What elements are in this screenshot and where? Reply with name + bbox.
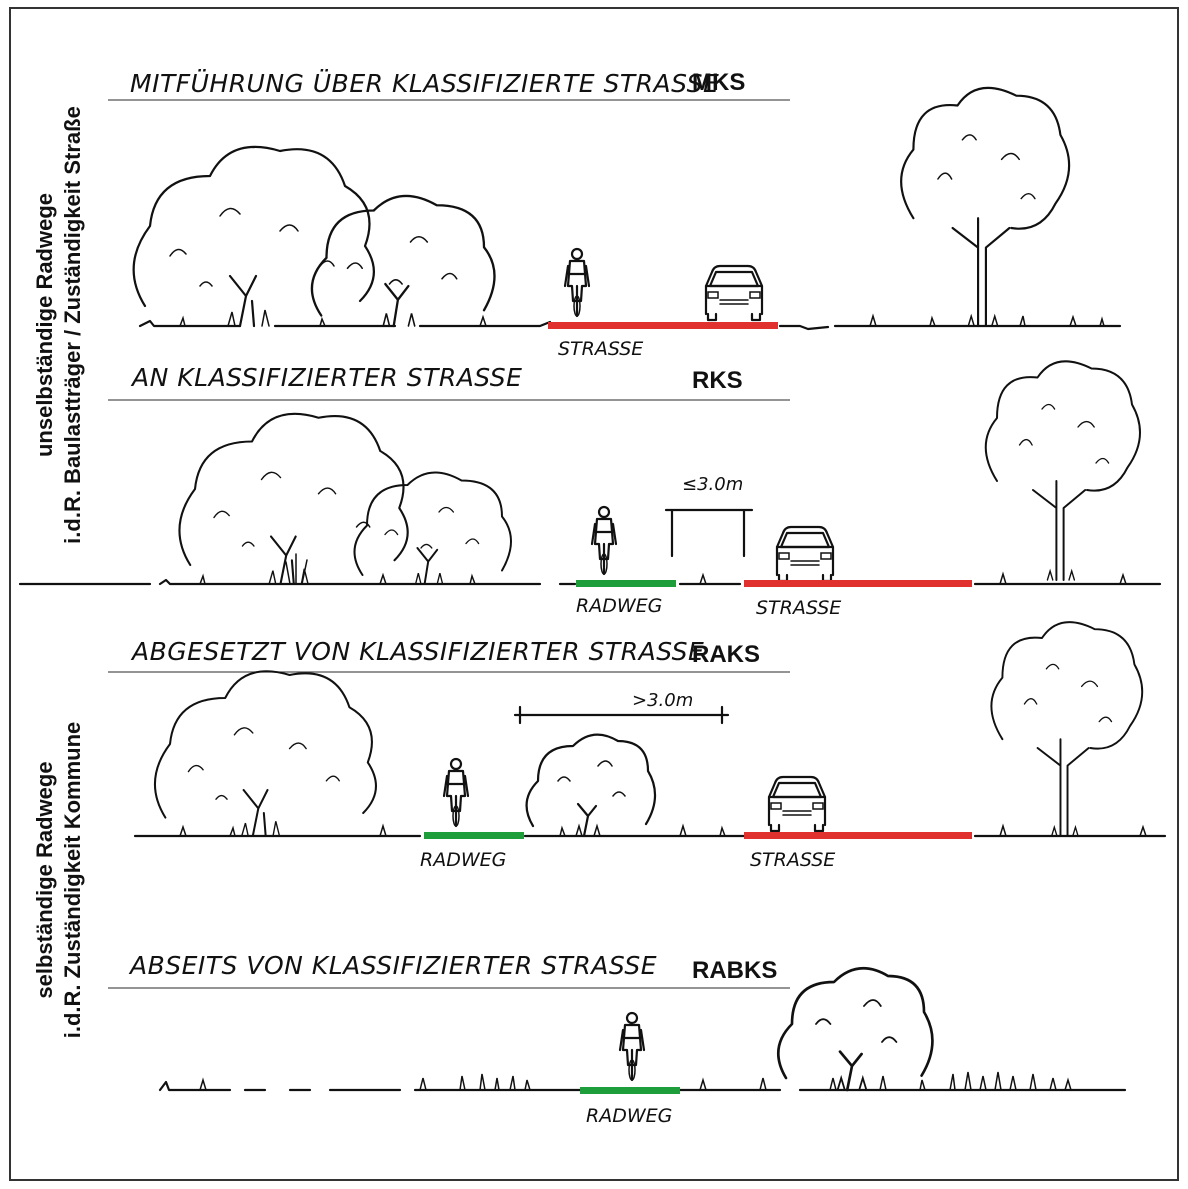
dimension-bracket <box>664 508 754 558</box>
section-mks-title: MITFÜHRUNG ÜBER KLASSIFIZIERTE STRASSE <box>130 69 719 98</box>
ground-line <box>18 578 1162 586</box>
tree-icon <box>900 86 1071 328</box>
road-bar <box>744 832 972 839</box>
grass <box>199 1071 1072 1091</box>
ground-line <box>158 1080 1127 1092</box>
section-raks-dimension: >3.0m <box>632 690 693 711</box>
section-rabks-code: RABKS <box>692 957 777 984</box>
section-raks-bikeway-label: RADWEG <box>420 849 506 871</box>
tree-icon <box>153 670 377 838</box>
bush-icon <box>776 966 934 1092</box>
side-label-dependent: unselbständige Radwege i.d.R. Baulastträ… <box>32 106 85 544</box>
side-label-dependent-line2: i.d.R. Baulastträger / Zuständigkeit Str… <box>60 106 85 544</box>
tree-icon <box>990 621 1144 837</box>
road-bar <box>744 580 972 587</box>
section-rks: AN KLASSIFIZIERTER STRASSE RKS ≤3.0m RAD… <box>18 360 1162 619</box>
bush-icon <box>353 471 512 585</box>
side-label-independent: selbständige Radwege i.d.R. Zuständigkei… <box>32 722 85 1039</box>
section-raks-code: RAKS <box>692 641 760 668</box>
section-raks: ABGESETZT VON KLASSIFIZIERTER STRASSE RA… <box>108 621 1167 871</box>
section-rks-dimension: ≤3.0m <box>682 474 743 495</box>
ground-line <box>138 319 1122 331</box>
section-mks-code: MKS <box>692 69 745 96</box>
section-raks-road-label: STRASSE <box>750 849 835 871</box>
section-rks-bikeway-label: RADWEG <box>576 595 662 617</box>
cyclist-icon <box>590 505 618 576</box>
cyclist-icon <box>442 757 470 828</box>
tree-icon <box>984 360 1141 581</box>
section-rks-road-label: STRASSE <box>756 597 841 619</box>
side-label-dependent-line1: unselbständige Radwege <box>32 193 57 457</box>
bikeway-bar <box>424 832 524 839</box>
grass <box>179 313 1105 327</box>
section-rabks-bikeway-label: RADWEG <box>586 1105 672 1127</box>
car-icon <box>704 264 764 322</box>
tree-icon <box>132 145 375 328</box>
dimension-bracket <box>513 705 730 725</box>
bush-icon <box>310 194 496 328</box>
section-rabks-title: ABSEITS VON KLASSIFIZIERTER STRASSE <box>128 951 657 980</box>
frame-border <box>9 7 1179 1181</box>
grass <box>199 553 1127 585</box>
section-raks-title: ABGESETZT VON KLASSIFIZIERTER STRASSE <box>130 637 704 666</box>
side-label-independent-line1: selbständige Radwege <box>32 761 57 998</box>
car-icon <box>775 525 835 583</box>
side-label-independent-line2: i.d.R. Zuständigkeit Kommune <box>60 722 85 1039</box>
grass <box>179 823 1147 837</box>
section-rks-code: RKS <box>692 367 743 394</box>
cyclist-icon <box>563 247 591 318</box>
section-rabks: ABSEITS VON KLASSIFIZIERTER STRASSE RABK… <box>108 951 1127 1127</box>
bikeway-bar <box>576 580 676 587</box>
section-rks-title: AN KLASSIFIZIERTER STRASSE <box>130 363 522 392</box>
cyclist-icon <box>618 1011 646 1082</box>
car-icon <box>767 775 827 833</box>
bush-icon <box>525 733 657 838</box>
section-mks: MITFÜHRUNG ÜBER KLASSIFIZIERTE STRASSE M… <box>108 69 1122 360</box>
road-bar <box>548 322 778 329</box>
bikeway-bar <box>580 1087 680 1094</box>
section-mks-road-label: STRASSE <box>558 338 643 360</box>
